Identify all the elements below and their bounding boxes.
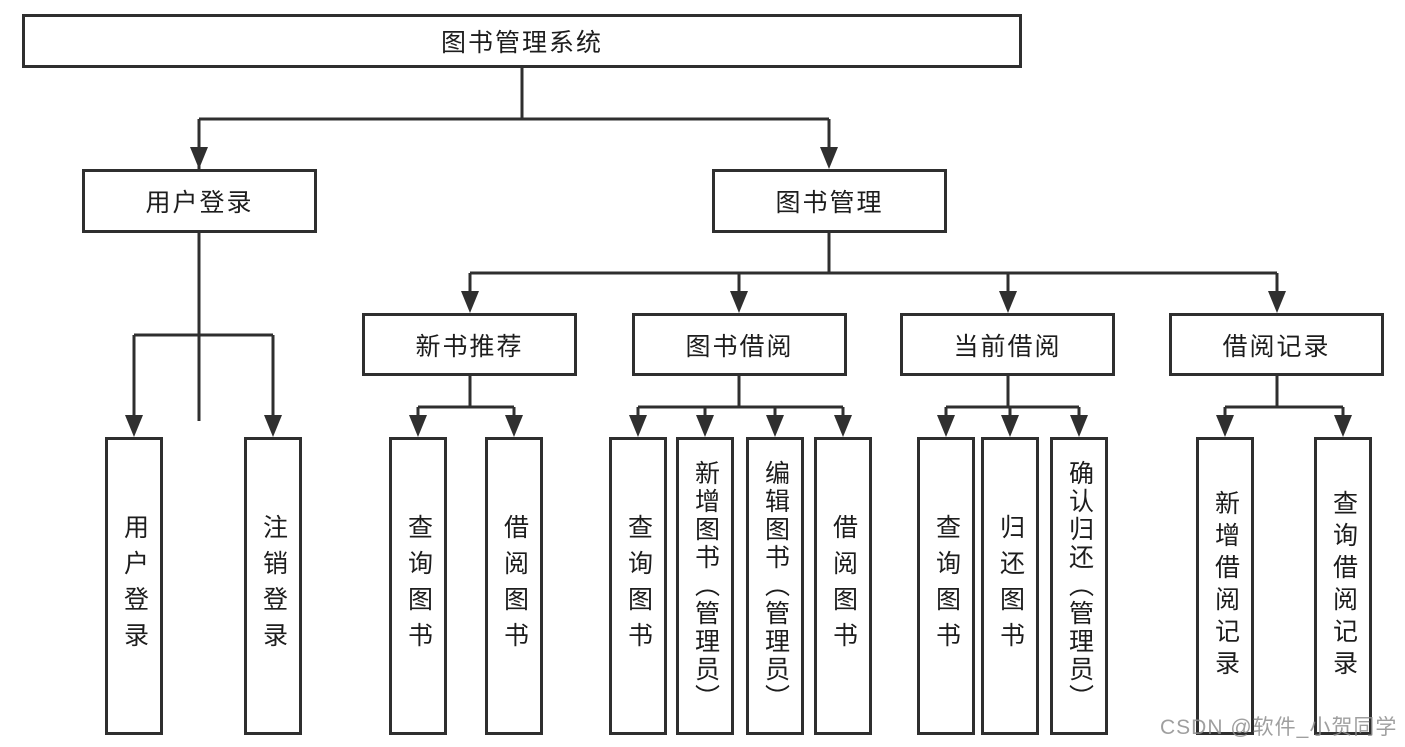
node-book-borrow-label: 图书借阅 (685, 332, 794, 361)
csdn-watermark: CSDN @软件_小贺同学 (1160, 716, 1398, 739)
node-borrow-records-label: 借阅记录 (1222, 332, 1331, 361)
connector-book-borrow (636, 376, 845, 421)
node-library-system-label: 图书管理系统 (440, 29, 603, 57)
node-leaf-user-login: 用户登录 (105, 437, 163, 735)
connector-new-book (416, 376, 516, 421)
node-book-management: 图书管理 (712, 169, 947, 233)
node-user-login: 用户登录 (82, 169, 317, 233)
node-leaf-add-book-admin: 新增图书（管理员） (676, 437, 734, 735)
node-leaf-return-book-label: 归还图书 (996, 514, 1025, 658)
node-leaf-query-books-2: 查询图书 (609, 437, 667, 735)
node-library-system: 图书管理系统 (22, 14, 1022, 68)
connector-user-login (132, 233, 275, 421)
connector-borrow-record (1223, 376, 1345, 421)
node-leaf-query-books-1-label: 查询图书 (404, 514, 433, 658)
node-leaf-return-book: 归还图书 (981, 437, 1039, 735)
node-leaf-confirm-return-admin-label: 确认归还（管理员） (1065, 460, 1094, 712)
node-leaf-borrow-books-1: 借阅图书 (485, 437, 543, 735)
connector-current-borrow (944, 376, 1081, 421)
node-current-borrow: 当前借阅 (900, 313, 1115, 376)
node-book-borrow: 图书借阅 (632, 313, 847, 376)
node-current-borrow-label: 当前借阅 (953, 332, 1062, 361)
node-leaf-query-books-2-label: 查询图书 (624, 514, 653, 658)
node-borrow-records: 借阅记录 (1169, 313, 1384, 376)
node-leaf-borrow-books-2: 借阅图书 (814, 437, 872, 735)
node-leaf-add-borrow-record: 新增借阅记录 (1196, 437, 1254, 735)
node-book-management-label: 图书管理 (775, 189, 884, 217)
node-new-book-recommend-label: 新书推荐 (415, 332, 524, 361)
node-leaf-user-login-label: 用户登录 (120, 514, 149, 658)
node-leaf-borrow-books-1-label: 借阅图书 (500, 514, 529, 658)
node-leaf-query-borrow-record: 查询借阅记录 (1314, 437, 1372, 735)
node-leaf-query-borrow-record-label: 查询借阅记录 (1329, 490, 1358, 682)
node-leaf-logout: 注销登录 (244, 437, 302, 735)
node-leaf-add-borrow-record-label: 新增借阅记录 (1211, 490, 1240, 682)
connector-book-management (468, 233, 1279, 297)
node-new-book-recommend: 新书推荐 (362, 313, 577, 376)
node-leaf-edit-book-admin: 编辑图书（管理员） (746, 437, 804, 735)
node-leaf-add-book-admin-label: 新增图书（管理员） (691, 460, 720, 712)
node-leaf-query-books-3: 查询图书 (917, 437, 975, 735)
node-leaf-logout-label: 注销登录 (259, 514, 288, 658)
node-leaf-confirm-return-admin: 确认归还（管理员） (1050, 437, 1108, 735)
node-leaf-query-books-1: 查询图书 (389, 437, 447, 735)
node-leaf-query-books-3-label: 查询图书 (932, 514, 961, 658)
node-leaf-borrow-books-2-label: 借阅图书 (829, 514, 858, 658)
node-leaf-edit-book-admin-label: 编辑图书（管理员） (761, 460, 790, 712)
node-user-login-label: 用户登录 (145, 189, 254, 217)
